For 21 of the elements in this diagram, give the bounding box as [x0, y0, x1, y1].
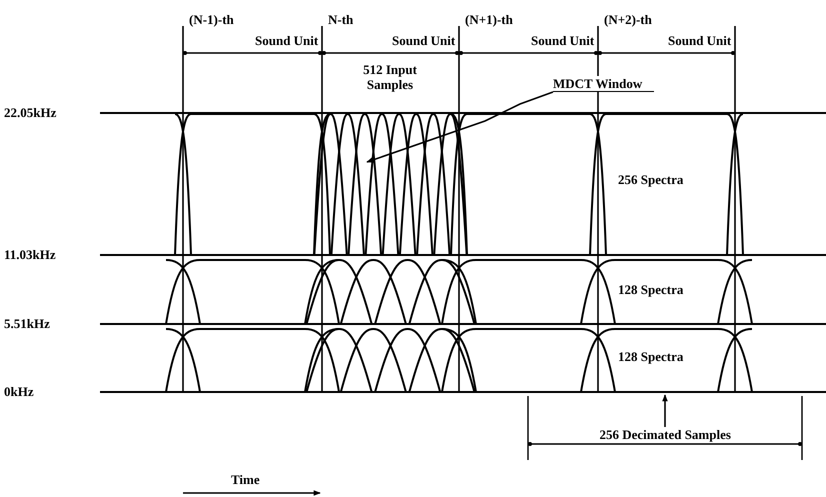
spectra-label: 128 Spectra — [618, 282, 684, 297]
unit-label: Sound Unit — [531, 33, 594, 48]
axis-label: Time — [231, 472, 260, 487]
frequency-label: 0kHz — [4, 384, 34, 399]
spectra-label: 128 Spectra — [618, 349, 684, 364]
unit-ordinal: N-th — [328, 12, 354, 27]
spectra-label: 256 Spectra — [618, 172, 684, 187]
unit-ordinal: (N-1)-th — [189, 12, 234, 27]
leader-line — [366, 91, 554, 163]
frequency-label: 22.05kHz — [4, 105, 56, 120]
callout-text: MDCT Window — [553, 76, 654, 92]
frequency-label: 11.03kHz — [4, 247, 56, 262]
unit-ordinal: (N+2)-th — [604, 12, 652, 27]
unit-label: Sound Unit — [392, 33, 456, 48]
unit-label: Sound Unit — [668, 33, 732, 48]
frequency-label: 5.51kHz — [4, 316, 50, 331]
dimension-label: 256 Decimated Samples — [600, 427, 731, 442]
leader-line — [662, 394, 668, 427]
unit-ordinal: (N+1)-th — [465, 12, 513, 27]
unit-label: Sound Unit — [255, 33, 318, 48]
block-label: 512 Input Samples — [362, 62, 418, 92]
